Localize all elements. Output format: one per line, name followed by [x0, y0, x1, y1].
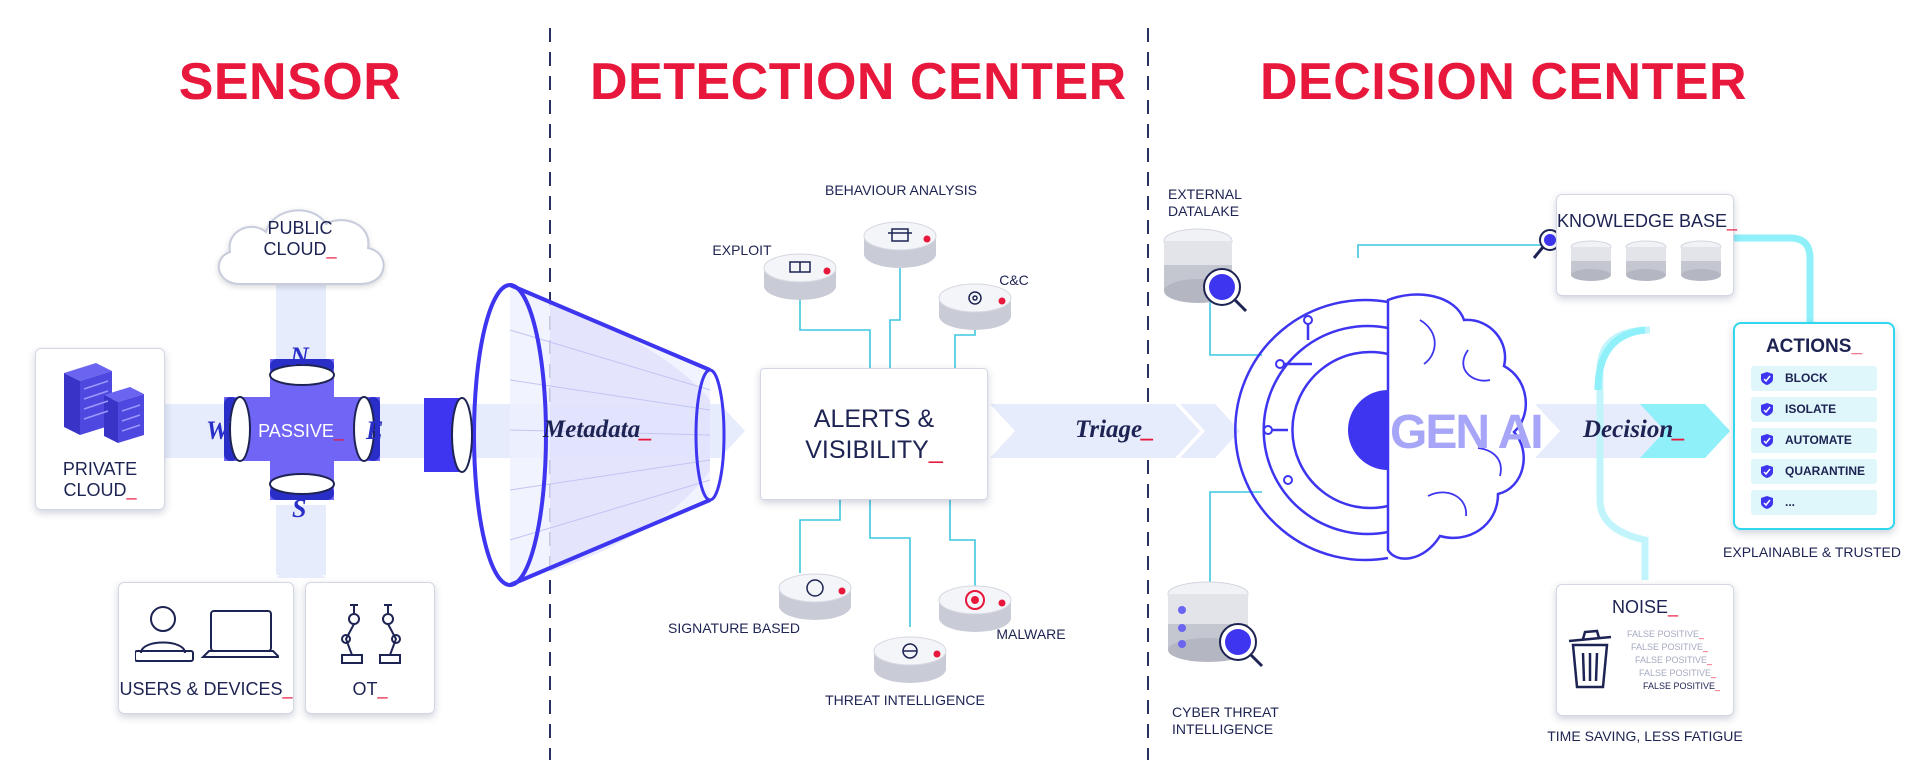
kb-to-actions-curve: [1640, 234, 1814, 322]
actions-caption: EXPLAINABLE & TRUSTED: [1723, 544, 1901, 560]
malware-label: MALWARE: [996, 626, 1066, 642]
false-positive-5: FALSE POSITIVE_: [1643, 681, 1721, 691]
noise-card: NOISE_ FALSE POSITIVE_ FALSE POSITIVE_ F…: [1556, 584, 1734, 716]
false-positive-1: FALSE POSITIVE_: [1627, 629, 1705, 639]
cc-label: C&C: [999, 272, 1029, 288]
external-datalake-label-line2: DATALAKE: [1168, 203, 1240, 219]
datalake-database-icon: [1163, 228, 1248, 313]
cloud-icon: [217, 209, 385, 285]
alerts-visibility-label-line2: VISIBILITY_: [805, 436, 943, 464]
underscore-accent: _: [928, 436, 943, 464]
signature-node-icon: [778, 573, 852, 621]
action-quarantine-label: QUARANTINE: [1785, 464, 1865, 478]
actions-card: ACTIONS_ BLOCK ISOLATE AUTOMATE QUARANTI…: [1733, 322, 1895, 530]
noise-caption: TIME SAVING, LESS FATIGUE: [1547, 728, 1743, 744]
knowledge-base-card: KNOWLEDGE BASE_: [1556, 194, 1738, 296]
underscore-accent: _: [333, 421, 344, 441]
ot-label: OT_: [352, 679, 388, 699]
private-cloud-label: PRIVATE CLOUD_: [36, 459, 164, 501]
sensor-section-title: SENSOR: [178, 53, 402, 111]
detection-connectors: [799, 268, 976, 627]
cyber-threat-label: CYBER THREAT INTELLIGENCE: [1172, 704, 1282, 738]
action-more-label: ...: [1785, 495, 1796, 509]
underscore-accent: _: [126, 480, 137, 500]
action-more[interactable]: ...: [1751, 490, 1877, 515]
alerts-visibility-card: ALERTS & VISIBILITY_: [760, 368, 988, 500]
underscore-accent: _: [1727, 211, 1738, 231]
gen-ai-label: GEN AI: [1390, 406, 1544, 459]
compass-n: N: [290, 342, 309, 371]
underscore-accent: _: [1703, 642, 1709, 652]
triage-label: Triage_: [1075, 416, 1155, 443]
passive-label: PASSIVE_: [258, 421, 344, 441]
underscore-accent: _: [282, 679, 293, 699]
threat-intelligence-label: THREAT INTELLIGENCE: [825, 692, 985, 708]
cyber-threat-label-line2: INTELLIGENCE: [1172, 721, 1274, 737]
underscore-accent: _: [1851, 336, 1863, 357]
kb-databases-icon: [1570, 240, 1722, 281]
underscore-accent: _: [1707, 655, 1713, 665]
exploit-node-icon: [763, 253, 837, 301]
false-positive-4: FALSE POSITIVE_: [1639, 668, 1717, 678]
underscore-accent: _: [1142, 416, 1155, 443]
action-isolate-label: ISOLATE: [1785, 402, 1837, 416]
noise-title: NOISE_: [1611, 597, 1679, 617]
users-devices-card: USERS & DEVICES_: [118, 582, 294, 714]
underscore-accent: _: [1668, 597, 1679, 617]
shield-check-icon: [1761, 465, 1773, 478]
user-laptop-icon: [135, 606, 279, 662]
metadata-funnel-icon: [424, 283, 726, 587]
action-automate[interactable]: AUTOMATE: [1751, 428, 1877, 453]
server-rack-icon: [64, 363, 144, 443]
actions-title: ACTIONS_: [1765, 336, 1863, 357]
action-block-label: BLOCK: [1785, 371, 1828, 385]
underscore-accent: _: [640, 416, 653, 443]
underscore-accent: _: [326, 239, 337, 259]
users-devices-label: USERS & DEVICES_: [119, 679, 293, 699]
cc-node-icon: [938, 283, 1012, 331]
compass-w: W: [206, 416, 230, 445]
cyber-threat-database-icon: [1167, 581, 1264, 668]
false-positive-3: FALSE POSITIVE_: [1635, 655, 1713, 665]
underscore-accent: _: [377, 679, 388, 699]
exploit-label: EXPLOIT: [712, 242, 772, 258]
robot-arm-icon: [341, 604, 401, 664]
private-cloud-card: PRIVATE CLOUD_: [35, 348, 165, 510]
decision-label: Decision_: [1583, 416, 1686, 443]
action-automate-label: AUTOMATE: [1785, 433, 1852, 447]
compass-e: E: [366, 416, 384, 445]
detection-section-title: DETECTION CENTER: [590, 53, 1127, 111]
private-cloud-label-line2: CLOUD_: [63, 480, 137, 500]
passive-compass-icon: [224, 359, 380, 500]
action-block[interactable]: BLOCK: [1751, 366, 1877, 391]
public-cloud-label-line2: CLOUD_: [263, 239, 337, 259]
trash-icon: [1568, 629, 1612, 689]
knowledge-base-label: KNOWLEDGE BASE_: [1557, 211, 1738, 231]
compass-s: S: [292, 494, 307, 523]
signature-based-label: SIGNATURE BASED: [668, 620, 800, 636]
shield-check-icon: [1761, 403, 1773, 416]
kb-search-icon: [1532, 229, 1561, 259]
public-cloud-label: PUBLIC CLOUD_: [256, 218, 344, 260]
action-isolate[interactable]: ISOLATE: [1751, 397, 1877, 422]
false-positive-2: FALSE POSITIVE_: [1631, 642, 1709, 652]
underscore-accent: _: [1715, 681, 1721, 691]
behaviour-analysis-label: BEHAVIOUR ANALYSIS: [825, 182, 977, 198]
decision-connectors: [1209, 244, 1545, 588]
ot-card: OT_: [305, 582, 435, 714]
shield-check-icon: [1761, 372, 1773, 385]
underscore-accent: _: [1699, 629, 1705, 639]
shield-check-icon: [1761, 496, 1773, 509]
alerts-visibility-label: ALERTS & VISIBILITY_: [761, 404, 987, 466]
external-datalake-label: EXTERNAL DATALAKE: [1168, 186, 1248, 220]
gen-ai-brain-icon: [1234, 293, 1527, 562]
shield-check-icon: [1761, 434, 1773, 447]
action-quarantine[interactable]: QUARANTINE: [1751, 459, 1877, 484]
metadata-label: Metadata_: [543, 416, 653, 443]
underscore-accent: _: [1711, 668, 1717, 678]
underscore-accent: _: [1673, 416, 1686, 443]
decision-arrow-tip: [1640, 404, 1730, 458]
decision-section-title: DECISION CENTER: [1260, 53, 1748, 111]
